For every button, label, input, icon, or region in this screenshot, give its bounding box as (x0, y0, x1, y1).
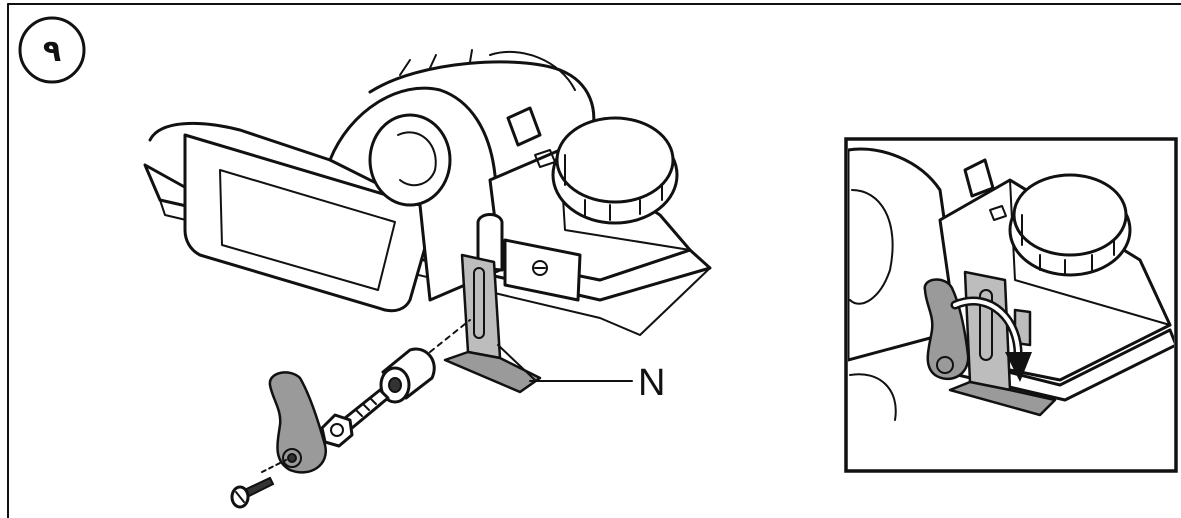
guide-fence-n (443, 253, 542, 394)
alignment-guide-line (429, 319, 471, 353)
spacer-sleeve (379, 347, 436, 404)
hex-bolt (320, 388, 390, 448)
callout-label-n: N (638, 362, 665, 404)
step-badge: ٩ (18, 16, 86, 84)
planer-main-illustration (143, 49, 712, 336)
wing-knob (268, 371, 328, 474)
screw (230, 459, 287, 509)
step-number: ٩ (43, 34, 61, 69)
inset-detail (844, 137, 1178, 473)
